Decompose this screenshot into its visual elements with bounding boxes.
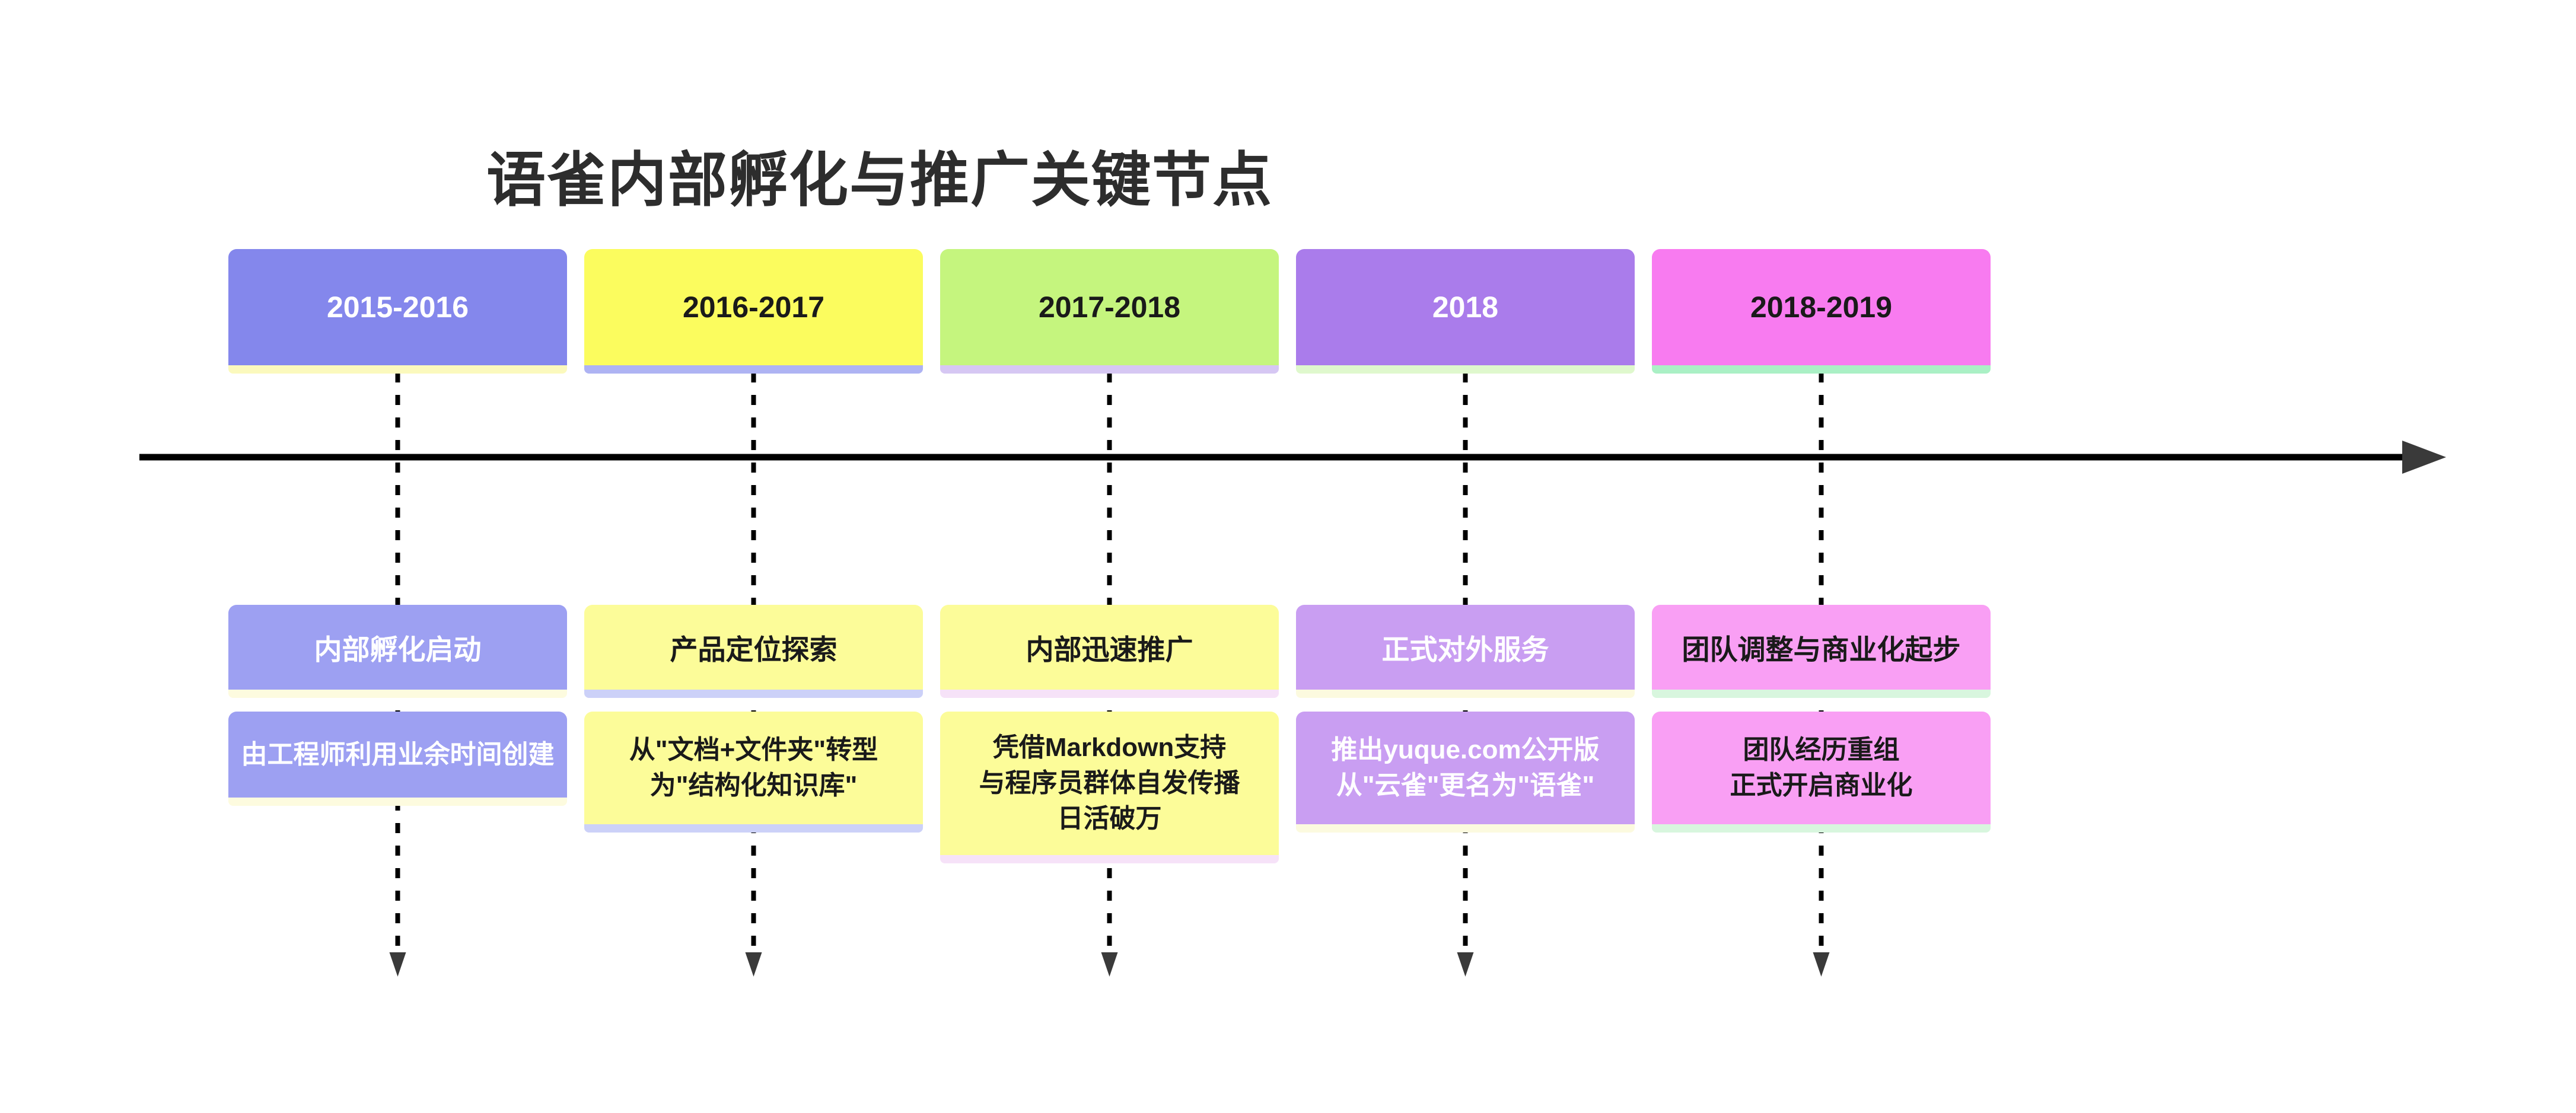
event-title-fill: 正式对外服务 [1296, 605, 1635, 690]
event-title-fill: 内部孵化启动 [228, 605, 567, 690]
down-arrowhead [1813, 952, 1830, 977]
event-title-label: 内部迅速推广 [1026, 634, 1193, 665]
event-title-fill: 产品定位探索 [584, 605, 923, 690]
period-box-fill: 2018 [1296, 249, 1635, 365]
event-title-box: 团队调整与商业化起步 [1652, 605, 1991, 698]
period-label: 2018 [1432, 291, 1499, 324]
period-label: 2018-2019 [1750, 291, 1893, 324]
event-title-underline [584, 690, 923, 698]
period-underline [228, 365, 567, 374]
event-title-box: 正式对外服务 [1296, 605, 1635, 698]
event-detail-box: 团队经历重组 正式开启商业化 [1652, 712, 1991, 833]
event-detail-fill: 团队经历重组 正式开启商业化 [1652, 712, 1991, 824]
period-box-fill: 2018-2019 [1652, 249, 1991, 365]
event-title-label: 团队调整与商业化起步 [1682, 634, 1961, 665]
period-box: 2018-2019 [1652, 249, 1991, 374]
event-detail-fill: 由工程师利用业余时间创建 [228, 712, 567, 798]
axis-arrowhead [2402, 441, 2446, 474]
event-detail-box: 凭借Markdown支持 与程序员群体自发传播 日活破万 [940, 712, 1279, 863]
event-detail-underline [1296, 824, 1635, 833]
period-box: 2017-2018 [940, 249, 1279, 374]
event-title-underline [940, 690, 1279, 698]
down-arrowhead [1457, 952, 1474, 977]
event-detail-label: 团队经历重组 正式开启商业化 [1730, 735, 1913, 800]
diagram-title: 语雀内部孵化与推广关键节点 [486, 147, 1273, 213]
timeline-section: 2018 正式对外服务 推出yuque.com公开版 从"云雀"更名为"语雀" [1296, 0, 1635, 1113]
event-title-box: 内部孵化启动 [228, 605, 567, 698]
period-label: 2016-2017 [682, 291, 825, 324]
event-title-box: 产品定位探索 [584, 605, 923, 698]
event-detail-label: 推出yuque.com公开版 从"云雀"更名为"语雀" [1331, 735, 1600, 800]
event-detail-underline [584, 824, 923, 833]
event-title-label: 产品定位探索 [670, 634, 838, 665]
event-title-underline [1652, 690, 1991, 698]
timeline-section: 2015-2016 内部孵化启动 由工程师利用业余时间创建 [228, 0, 567, 1113]
period-underline [1652, 365, 1991, 374]
event-detail-box: 推出yuque.com公开版 从"云雀"更名为"语雀" [1296, 712, 1635, 833]
event-title-label: 内部孵化启动 [314, 634, 482, 665]
event-title-label: 正式对外服务 [1381, 634, 1549, 665]
event-detail-underline [940, 855, 1279, 863]
period-box-fill: 2017-2018 [940, 249, 1279, 365]
event-title-box: 内部迅速推广 [940, 605, 1279, 698]
down-arrowhead [389, 952, 406, 977]
period-underline [1296, 365, 1635, 374]
period-box: 2015-2016 [228, 249, 567, 374]
timeline-section: 2017-2018 内部迅速推广 凭借Markdown支持 与程序员群体自发传播… [940, 0, 1279, 1113]
period-label: 2015-2016 [326, 291, 469, 324]
event-detail-fill: 推出yuque.com公开版 从"云雀"更名为"语雀" [1296, 712, 1635, 824]
period-label: 2017-2018 [1038, 291, 1181, 324]
period-box-fill: 2016-2017 [584, 249, 923, 365]
timeline-section: 2018-2019 团队调整与商业化起步 团队经历重组 正式开启商业化 [1652, 0, 1991, 1113]
event-title-underline [228, 690, 567, 698]
event-detail-fill: 凭借Markdown支持 与程序员群体自发传播 日活破万 [940, 712, 1279, 855]
period-box-fill: 2015-2016 [228, 249, 567, 365]
event-detail-underline [1652, 824, 1991, 833]
event-detail-fill: 从"文档+文件夹"转型 为"结构化知识库" [584, 712, 923, 824]
down-arrowhead [1101, 952, 1118, 977]
down-arrowhead [745, 952, 762, 977]
period-underline [940, 365, 1279, 374]
event-detail-box: 由工程师利用业余时间创建 [228, 712, 567, 806]
event-title-fill: 内部迅速推广 [940, 605, 1279, 690]
event-detail-label: 从"文档+文件夹"转型 为"结构化知识库" [629, 735, 878, 800]
event-detail-label: 凭借Markdown支持 与程序员群体自发传播 日活破万 [979, 733, 1240, 833]
timeline-section: 2016-2017 产品定位探索 从"文档+文件夹"转型 为"结构化知识库" [584, 0, 923, 1113]
event-detail-box: 从"文档+文件夹"转型 为"结构化知识库" [584, 712, 923, 833]
event-title-underline [1296, 690, 1635, 698]
event-detail-underline [228, 798, 567, 806]
period-box: 2018 [1296, 249, 1635, 374]
event-title-fill: 团队调整与商业化起步 [1652, 605, 1991, 690]
period-underline [584, 365, 923, 374]
event-detail-label: 由工程师利用业余时间创建 [241, 739, 555, 769]
period-box: 2016-2017 [584, 249, 923, 374]
